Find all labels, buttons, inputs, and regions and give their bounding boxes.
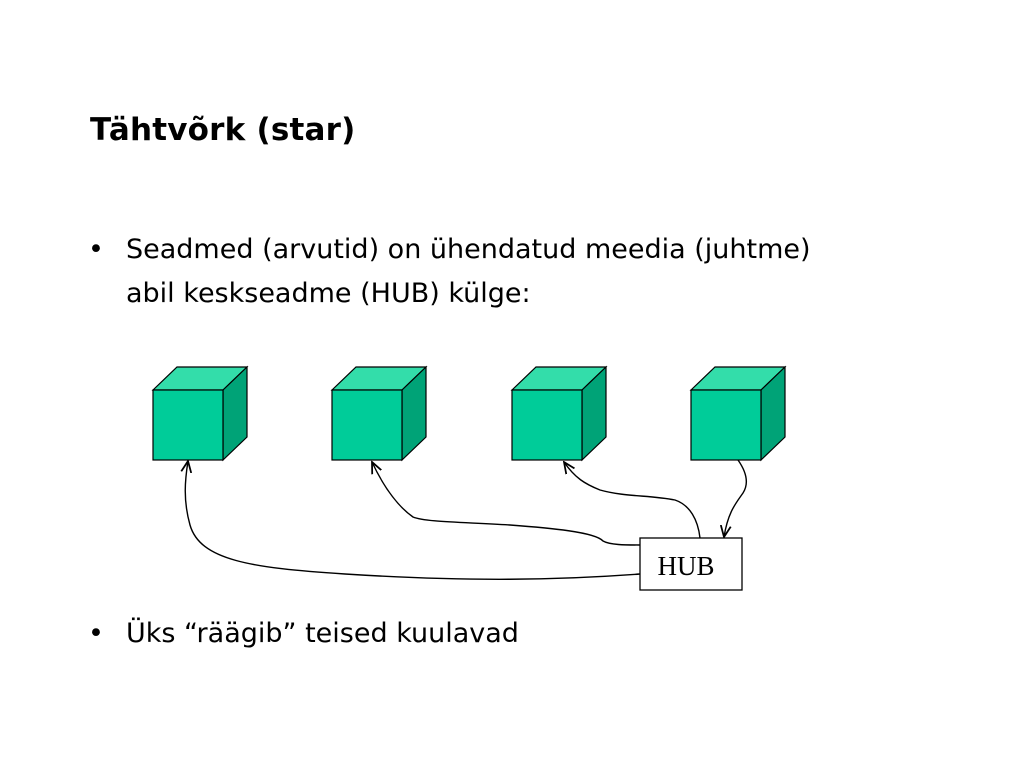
bullet-line: Seadmed (arvutid) on ühendatud meedia (j… bbox=[126, 234, 811, 265]
connection-line bbox=[185, 461, 641, 580]
slide-title: Tähtvõrk (star) bbox=[90, 112, 356, 148]
bullet-item: • Seadmed (arvutid) on ühendatud meedia … bbox=[88, 228, 988, 318]
device-cube-icon bbox=[510, 365, 608, 462]
bullet-text: Seadmed (arvutid) on ühendatud meedia (j… bbox=[126, 228, 811, 316]
device-cube-icon bbox=[330, 365, 428, 462]
bullet-marker: • bbox=[88, 234, 104, 265]
device-cube-icon bbox=[151, 365, 249, 462]
bullet-item: • Üks “räägib” teised kuulavad bbox=[88, 612, 788, 656]
hub-node: HUB bbox=[639, 537, 743, 591]
bullet-marker: • bbox=[88, 618, 104, 649]
bullet-line: abil keskseadme (HUB) külge: bbox=[126, 278, 531, 309]
bullet-text: Üks “räägib” teised kuulavad bbox=[126, 618, 519, 649]
connection-line bbox=[724, 459, 748, 537]
hub-label: HUB bbox=[657, 551, 714, 581]
device-cube-icon bbox=[689, 365, 787, 462]
connection-line bbox=[372, 462, 641, 546]
connection-line bbox=[564, 462, 701, 539]
